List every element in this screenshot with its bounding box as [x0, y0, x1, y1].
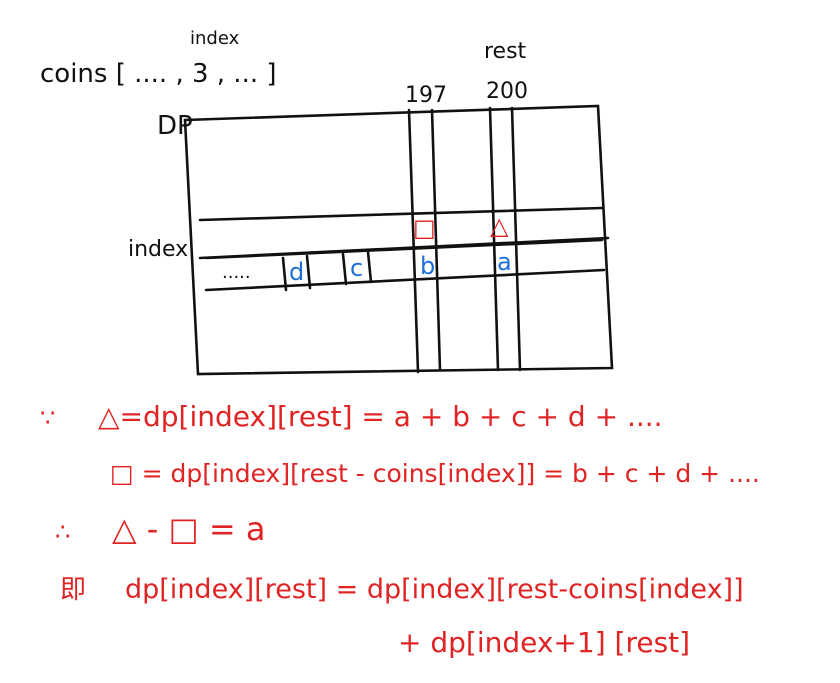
column-197-label: 197	[405, 83, 447, 108]
grid-cell-divider	[281, 256, 288, 292]
grid-row-line	[198, 206, 604, 222]
equation-line-3: △ - □ = a	[112, 510, 266, 548]
equation-line-1: △=dp[index][rest] = a + b + c + d + ....	[98, 400, 663, 433]
cell-b: b	[420, 252, 435, 280]
because-symbol: ∵	[40, 404, 55, 432]
cell-triangle-symbol: △	[490, 212, 509, 240]
grid-row-line	[204, 238, 604, 260]
grid-row-line	[204, 268, 606, 292]
dp-label: DP	[157, 111, 193, 141]
therefore-symbol: ∴	[55, 518, 70, 546]
rest-label: rest	[484, 39, 527, 64]
grid-cell-divider	[366, 250, 373, 284]
dp-table-grid	[183, 104, 614, 376]
grid-column-197-line	[407, 108, 420, 374]
coins-array-label: coins [ .... , 3 , ... ]	[40, 59, 277, 89]
grid-column-200-line	[488, 106, 500, 372]
cell-d: d	[289, 258, 304, 286]
equation-line-2: □ = dp[index][rest - coins[index]] = b +…	[110, 459, 760, 488]
cell-a: a	[497, 248, 512, 276]
grid-cell-divider	[305, 254, 312, 290]
cell-ellipsis: .....	[222, 262, 251, 283]
namely-symbol: 即	[60, 575, 86, 605]
equation-line-4: dp[index][rest] = dp[index][rest-coins[i…	[125, 574, 744, 605]
grid-column-200-line	[510, 106, 522, 372]
grid-outer-border	[183, 104, 614, 376]
grid-column-197-line	[430, 108, 442, 372]
index-label: index	[190, 28, 240, 49]
row-index-label: index	[128, 237, 188, 262]
column-200-label: 200	[486, 79, 528, 104]
equation-line-5: + dp[index+1] [rest]	[398, 626, 690, 659]
cell-square-symbol: □	[413, 214, 436, 242]
cell-c: c	[350, 254, 363, 282]
grid-cell-divider	[341, 252, 348, 286]
